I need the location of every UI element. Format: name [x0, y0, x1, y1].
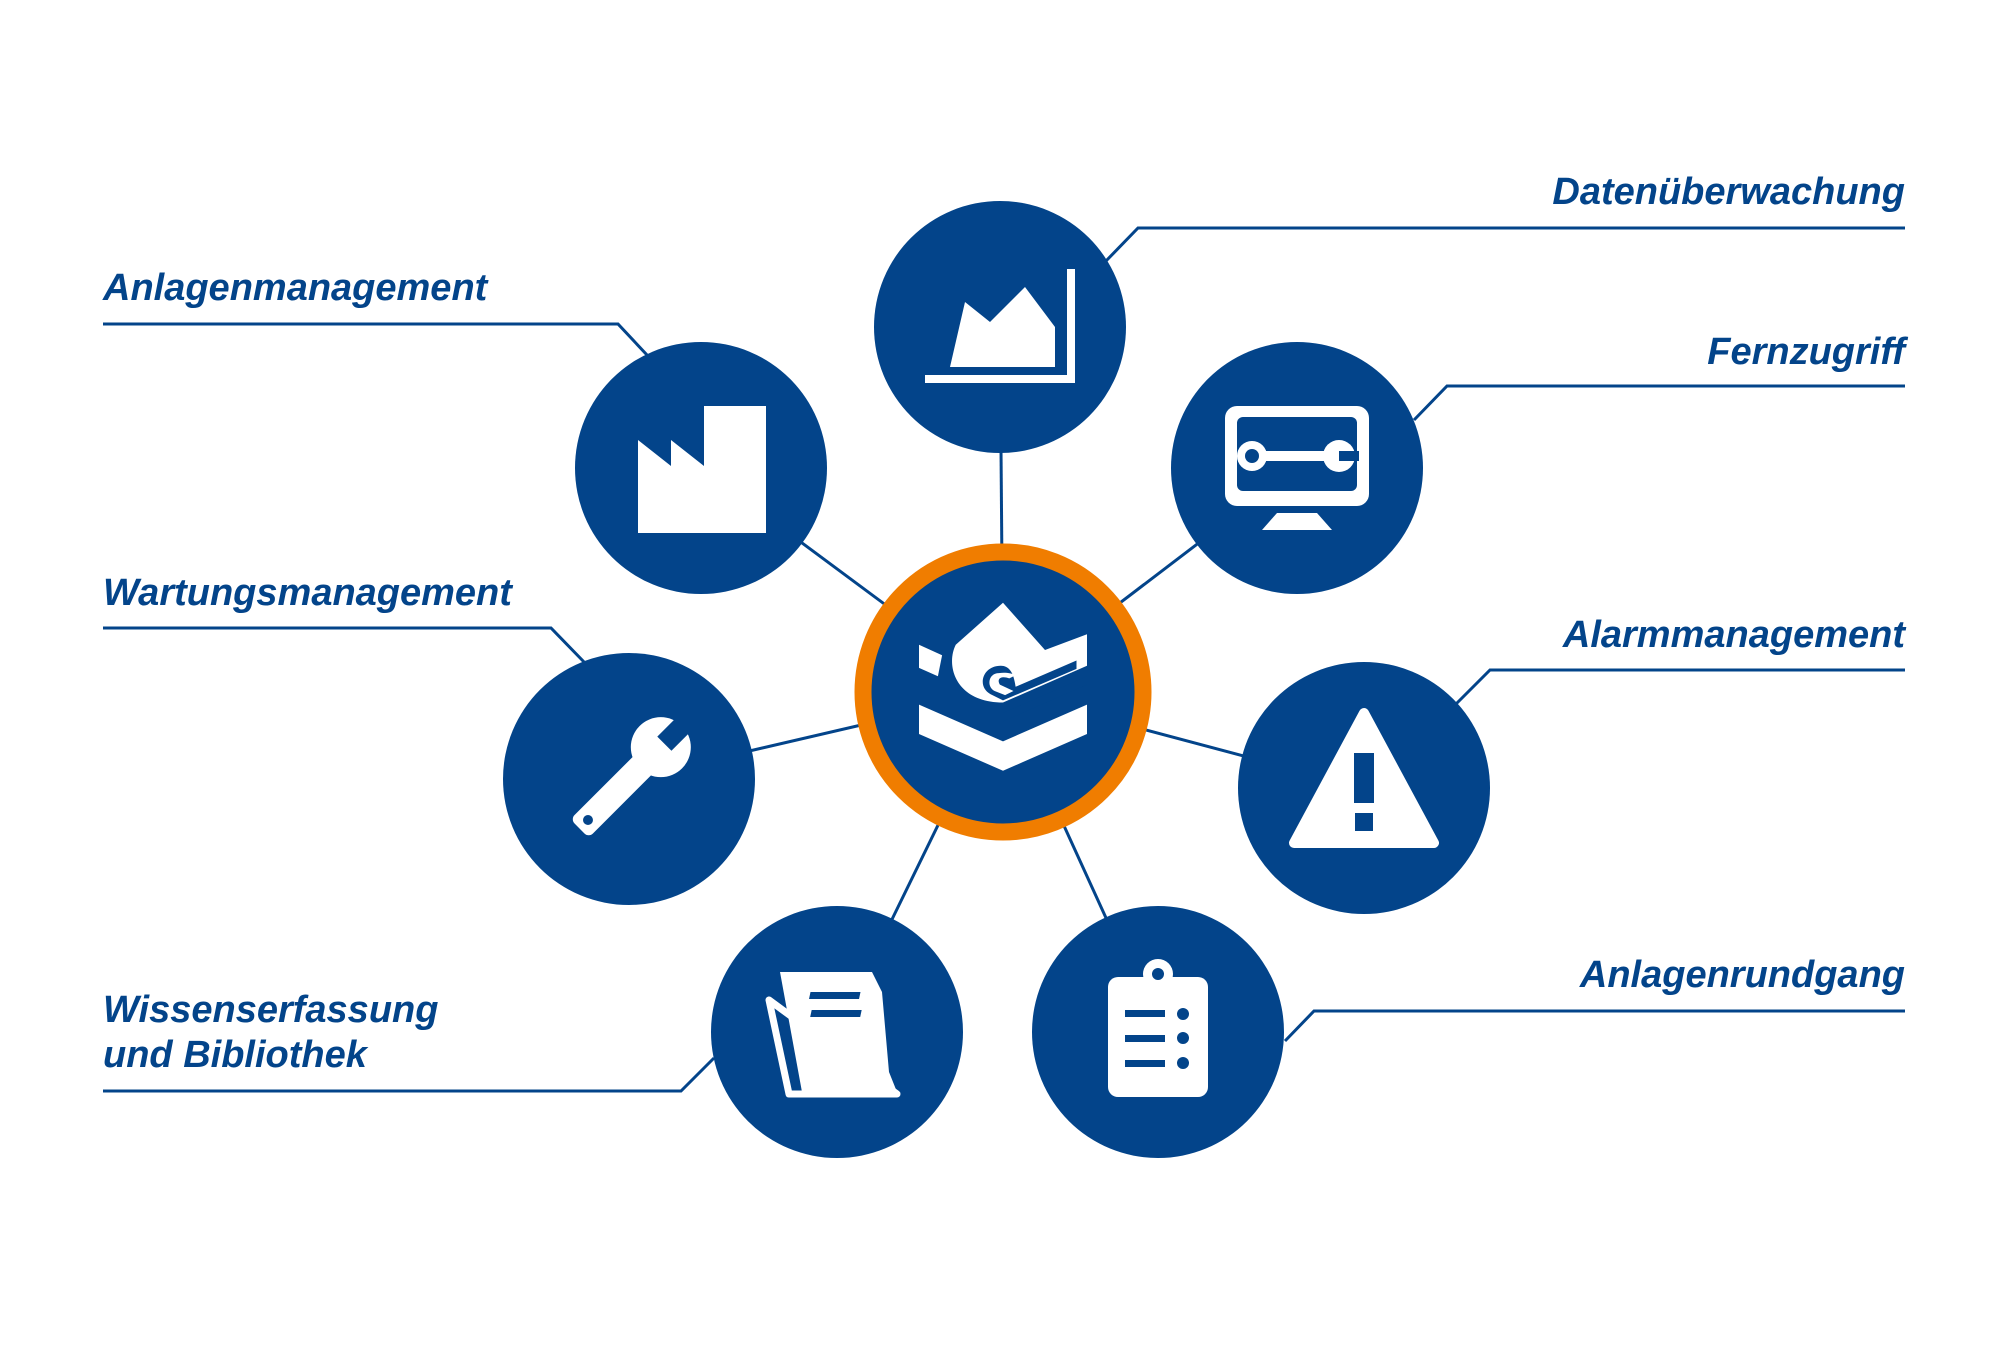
monitor-wrench-icon — [1225, 406, 1369, 530]
node-anlagenrundgang[interactable] — [1032, 906, 1284, 1158]
book-icon — [765, 972, 901, 1098]
leader-datenueberwachung — [1103, 226, 1905, 264]
node-wissenserfassung[interactable] — [711, 906, 963, 1158]
label-bibliothek: und Bibliothek — [103, 1034, 369, 1076]
leader-wissenserfassung — [103, 1056, 716, 1093]
wrench-icon — [572, 711, 697, 836]
node-fernzugriff[interactable] — [1171, 342, 1423, 594]
node-anlagenmanagement[interactable] — [575, 342, 827, 594]
node-wartungsmanagement[interactable] — [503, 653, 755, 905]
brand-logo-icon — [919, 602, 1087, 771]
label-alarmmanagement: Alarmmanagement — [1562, 614, 1906, 656]
node-alarmmanagement[interactable] — [1238, 662, 1490, 914]
clipboard-icon — [1108, 959, 1208, 1097]
leader-anlagenmanagement — [103, 322, 649, 357]
warning-icon — [1289, 708, 1439, 848]
node-datenueberwachung[interactable] — [874, 201, 1126, 453]
leader-fernzugriff — [1412, 384, 1905, 422]
leader-alarmmanagement — [1454, 668, 1905, 706]
center-hub[interactable] — [854, 543, 1152, 841]
area-chart-icon — [925, 269, 1075, 383]
leader-lines — [103, 226, 1905, 1093]
leader-anlagenrundgang — [1283, 1009, 1905, 1043]
factory-icon — [638, 406, 766, 533]
label-datenueberwachung: Datenüberwachung — [1552, 171, 1905, 213]
label-anlagenrundgang: Anlagenrundgang — [1579, 954, 1905, 996]
label-anlagenmanagement: Anlagenmanagement — [102, 267, 489, 309]
label-wissenserfassung: Wissenserfassung — [103, 989, 438, 1031]
leader-wartungsmanagement — [103, 626, 587, 665]
label-fernzugriff: Fernzugriff — [1707, 331, 1908, 373]
label-wartungsmanagement: Wartungsmanagement — [103, 572, 513, 614]
